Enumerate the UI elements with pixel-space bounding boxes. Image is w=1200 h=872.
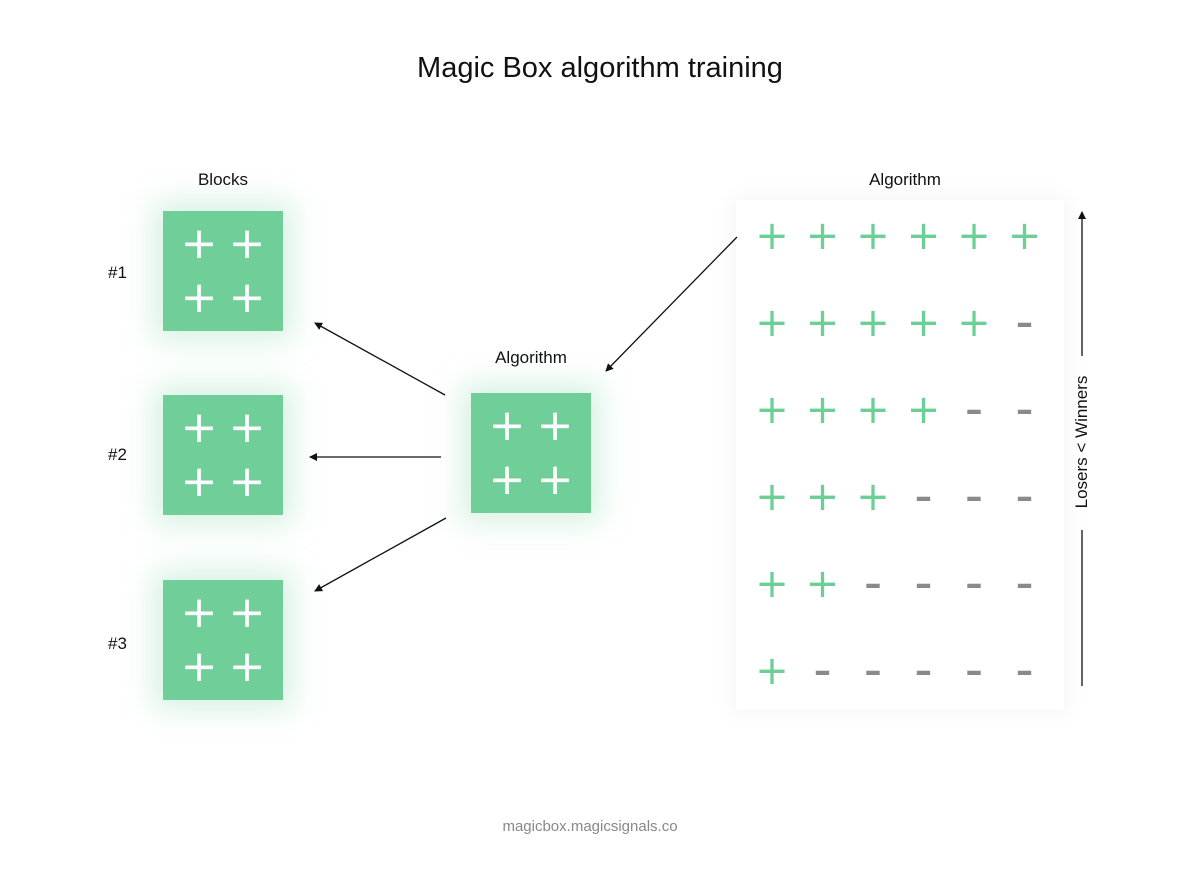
plus-icon: +: [906, 387, 941, 433]
arrow-algorithm-to-block-3: [314, 517, 447, 592]
plus-icon: +: [957, 213, 991, 259]
block-2-label: #2: [108, 445, 127, 464]
algorithm-block: + + + +: [471, 393, 591, 513]
plus-icon: +: [755, 648, 789, 694]
block-3: + + + +: [163, 580, 283, 700]
minus-icon: –: [965, 477, 983, 517]
plus-icon: +: [856, 474, 890, 520]
block-3-label: #3: [108, 634, 127, 653]
minus-icon: –: [915, 651, 932, 691]
minus-icon: –: [915, 564, 932, 604]
plus-icon: +: [180, 587, 218, 638]
plus-icon: +: [1007, 213, 1042, 259]
plus-icon: +: [228, 218, 266, 269]
minus-icon: –: [965, 651, 983, 691]
minus-icon: –: [965, 390, 983, 430]
plus-icon: +: [856, 387, 890, 433]
arrow-algorithm-to-block-1: [314, 322, 446, 396]
plus-icon: +: [180, 402, 218, 453]
plus-icon: +: [805, 561, 840, 607]
minus-icon: –: [1016, 390, 1033, 430]
plus-icon: +: [805, 300, 840, 346]
minus-icon: –: [1016, 564, 1033, 604]
plus-icon: +: [805, 213, 840, 259]
block-1: + + + +: [163, 211, 283, 331]
minus-icon: –: [1016, 651, 1033, 691]
plus-icon: +: [180, 641, 218, 692]
plus-icon: +: [228, 272, 266, 323]
plus-icon: +: [805, 474, 840, 520]
plus-icon: +: [228, 587, 266, 638]
plus-icon: +: [957, 300, 991, 346]
minus-icon: –: [864, 651, 882, 691]
center-algorithm-heading: Algorithm: [495, 348, 567, 367]
minus-icon: –: [915, 477, 932, 517]
plus-icon: +: [755, 300, 789, 346]
plus-icon: +: [856, 300, 890, 346]
block-1-label: #1: [108, 263, 127, 282]
diagram-title: Magic Box algorithm training: [417, 52, 783, 84]
plus-icon: +: [755, 561, 789, 607]
right-algorithm-heading: Algorithm: [869, 170, 941, 189]
minus-icon: –: [864, 564, 882, 604]
plus-icon: +: [180, 218, 218, 269]
plus-icon: +: [755, 474, 789, 520]
plus-icon: +: [180, 456, 218, 507]
ranking-axis-label: Losers < Winners: [1072, 375, 1091, 509]
plus-icon: +: [906, 213, 941, 259]
minus-icon: –: [1016, 303, 1033, 343]
plus-icon: +: [228, 402, 266, 453]
block-2: + + + +: [163, 395, 283, 515]
plus-icon: +: [906, 300, 941, 346]
plus-icon: +: [488, 400, 526, 451]
plus-icon: +: [856, 213, 890, 259]
minus-icon: –: [814, 651, 831, 691]
algorithm-grid-panel: [736, 200, 1064, 710]
minus-icon: –: [1016, 477, 1033, 517]
plus-icon: +: [228, 641, 266, 692]
plus-icon: +: [536, 454, 574, 505]
footer-url: magicbox.magicsignals.co: [502, 818, 678, 835]
minus-icon: –: [965, 564, 983, 604]
plus-icon: +: [488, 454, 526, 505]
plus-icon: +: [180, 272, 218, 323]
plus-icon: +: [228, 456, 266, 507]
plus-icon: +: [805, 387, 840, 433]
plus-icon: +: [536, 400, 574, 451]
plus-icon: +: [755, 213, 789, 259]
blocks-heading: Blocks: [197, 170, 249, 189]
plus-icon: +: [755, 387, 789, 433]
